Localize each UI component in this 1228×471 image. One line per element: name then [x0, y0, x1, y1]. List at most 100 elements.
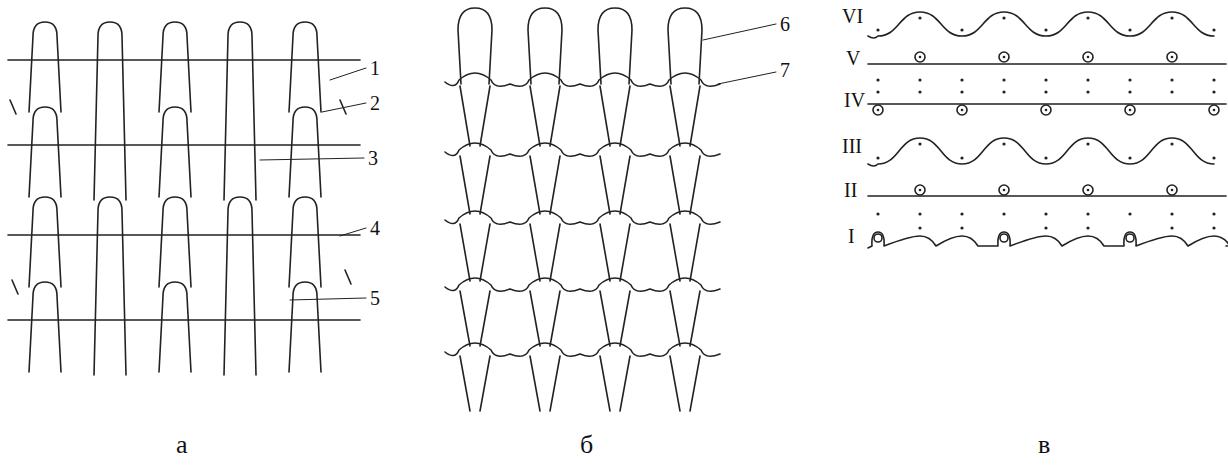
- loop-leg: [550, 224, 560, 281]
- tuck-ring: [873, 105, 883, 115]
- needle-dot: [1002, 212, 1005, 215]
- knit-loop: [289, 107, 321, 197]
- needle-dot: [918, 212, 921, 215]
- needle-dot: [876, 156, 879, 159]
- callout-number: 2: [370, 93, 380, 113]
- yarn-course: [868, 63, 1226, 65]
- loop-leg: [600, 86, 610, 146]
- knit-loop: [289, 22, 321, 112]
- sinker-line: [8, 59, 360, 61]
- loop-leg: [670, 156, 680, 214]
- needle-dot: [1212, 212, 1215, 215]
- callout-number: 7: [780, 60, 790, 80]
- loop-leg: [480, 86, 490, 146]
- leader-line: [290, 298, 366, 300]
- loop-leg: [600, 224, 610, 281]
- needle-dot: [919, 189, 922, 192]
- loop-leg: [600, 356, 610, 411]
- needle-dot: [918, 142, 921, 145]
- tuck-ring: [1041, 105, 1051, 115]
- knit-loop: [159, 197, 191, 287]
- needle-dot: [1170, 16, 1173, 19]
- loop-leg: [530, 224, 540, 281]
- yarn-end: [10, 100, 16, 114]
- tuck-ring: [1083, 52, 1093, 62]
- loop-leg: [460, 224, 470, 281]
- needle-dot: [960, 212, 963, 215]
- tuck-ring: [915, 52, 925, 62]
- needle-dot: [1212, 156, 1215, 159]
- needle-dot: [877, 109, 880, 112]
- loop-leg: [550, 86, 560, 146]
- loop-leg: [530, 86, 540, 146]
- needle-dot: [1002, 142, 1005, 145]
- knit-loop: [159, 22, 191, 112]
- elongated-loop: [224, 197, 256, 375]
- needle-dot: [1003, 56, 1006, 59]
- yarn-end: [345, 270, 351, 284]
- needle-dot: [960, 156, 963, 159]
- loop-leg: [550, 156, 560, 214]
- loop-leg: [620, 86, 630, 146]
- row-number: V: [846, 48, 860, 68]
- loop-leg: [620, 356, 630, 411]
- tuck-ring: [874, 234, 882, 242]
- needle-dot: [918, 226, 921, 229]
- needle-dot: [1087, 56, 1090, 59]
- needle-dot: [960, 78, 963, 81]
- needle-dot: [1170, 142, 1173, 145]
- needle-dot: [1212, 226, 1215, 229]
- tuck-ring: [915, 185, 925, 195]
- needle-dot: [1170, 226, 1173, 229]
- interlock-course: [445, 343, 720, 356]
- needle-dot: [1128, 28, 1131, 31]
- tuck-ring: [1125, 105, 1135, 115]
- needle-dot: [1086, 78, 1089, 81]
- needle-dot: [1170, 212, 1173, 215]
- needle-dot: [1086, 90, 1089, 93]
- sinker-line: [8, 144, 360, 146]
- needle-dot: [960, 226, 963, 229]
- needle-dot: [876, 78, 879, 81]
- leader-line: [340, 228, 366, 236]
- loop-leg: [690, 86, 700, 146]
- loop-leg: [620, 156, 630, 214]
- loop-leg: [480, 291, 490, 346]
- loop-leg: [690, 224, 700, 281]
- loop-leg: [480, 356, 490, 411]
- needle-dot: [1171, 189, 1174, 192]
- knit-loop: [159, 107, 191, 197]
- loop-leg: [670, 356, 680, 411]
- loop-leg: [480, 156, 490, 214]
- loop-leg: [620, 291, 630, 346]
- loop-leg: [600, 156, 610, 214]
- loop-leg: [690, 291, 700, 346]
- needle-dot: [960, 28, 963, 31]
- needle-dot: [1128, 90, 1131, 93]
- elongated-loop: [94, 197, 126, 375]
- elongated-loop: [224, 22, 256, 200]
- needle-dot: [1212, 28, 1215, 31]
- needle-dot: [1086, 142, 1089, 145]
- panel-letter: б: [580, 432, 593, 458]
- loop-leg: [690, 156, 700, 214]
- tuck-ring: [1126, 234, 1134, 242]
- tuck-ring: [957, 105, 967, 115]
- callout-number: 3: [368, 148, 378, 168]
- needle-dot: [1044, 90, 1047, 93]
- needle-dot: [918, 90, 921, 93]
- needle-dot: [1171, 56, 1174, 59]
- loop-leg: [550, 356, 560, 411]
- sinker-line: [8, 234, 360, 236]
- row-number: I: [848, 226, 855, 246]
- needle-dot: [876, 212, 879, 215]
- loop-leg: [670, 224, 680, 281]
- row-number: III: [842, 136, 862, 156]
- leader-line: [703, 24, 776, 40]
- interlock-course: [445, 143, 720, 156]
- knit-loop: [29, 282, 61, 372]
- needle-dot: [1086, 212, 1089, 215]
- loop-leg: [530, 156, 540, 214]
- needle-dot: [876, 90, 879, 93]
